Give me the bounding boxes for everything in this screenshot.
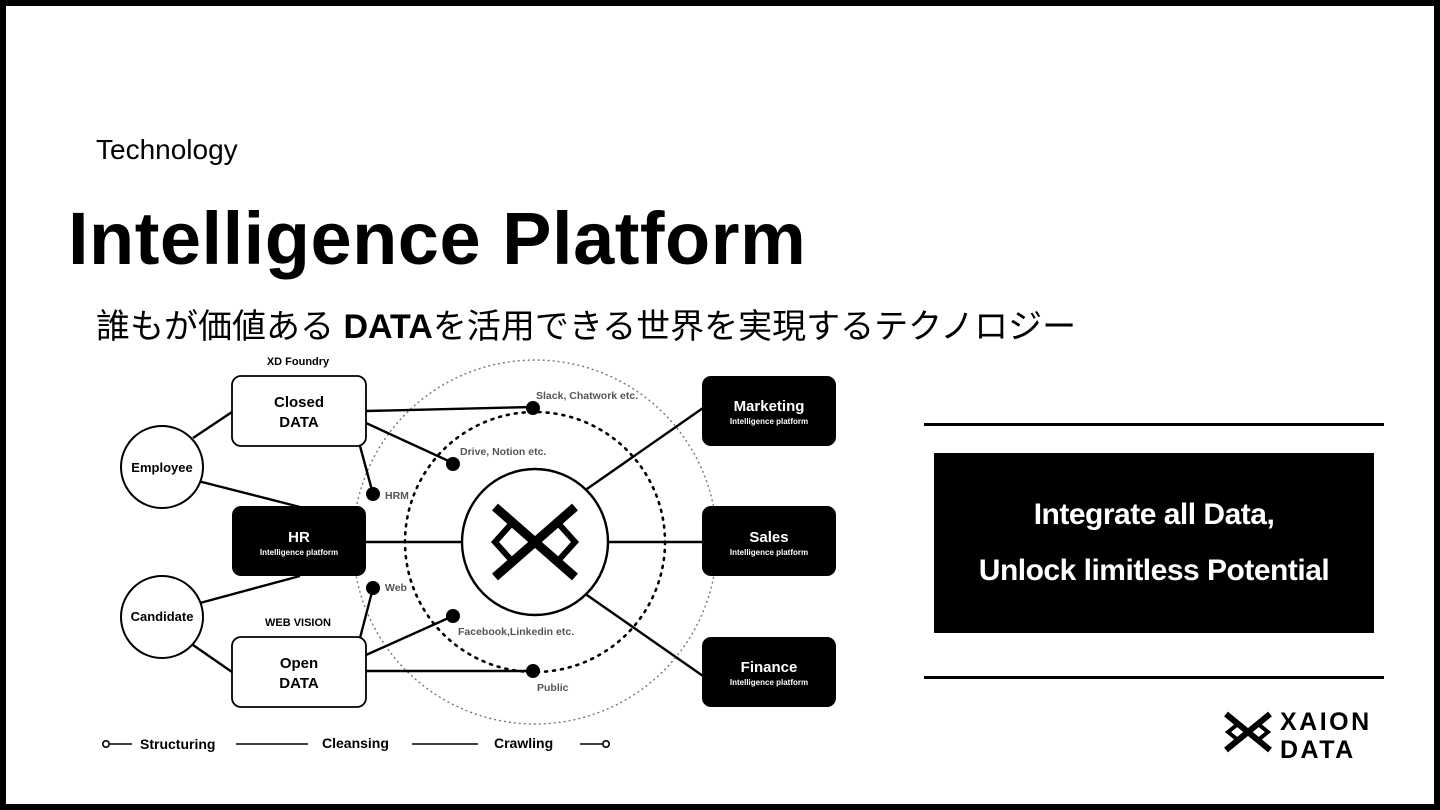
closed-data-line2: DATA — [279, 414, 319, 431]
xaion-logo-mark-icon — [1224, 711, 1272, 753]
output-marketing-title: Marketing — [734, 398, 805, 415]
channel-label-web: Web — [385, 582, 407, 594]
tagline-box: Integrate all Data, Unlock limitless Pot… — [934, 453, 1374, 633]
output-finance-box: Finance Intelligence platform — [702, 637, 836, 707]
tagline-line2: Unlock limitless Potential — [978, 554, 1330, 587]
subtitle-text-post: を活用できる世界を実現するテクノロジー — [432, 308, 1077, 346]
output-sales-sub: Intelligence platform — [730, 548, 808, 557]
tagline-rule-bottom — [924, 676, 1384, 679]
pipeline-step-structuring: Structuring — [140, 736, 215, 752]
candidate-label: Candidate — [131, 609, 194, 624]
pipeline-end-node — [601, 739, 610, 748]
output-marketing-sub: Intelligence platform — [730, 417, 808, 426]
tagline-rule-top — [924, 423, 1384, 426]
open-data-line1: Open — [280, 655, 318, 672]
center-hub — [460, 467, 610, 617]
closed-data-box: Closed DATA — [231, 375, 367, 447]
page-subtitle: 誰もが価値ある DATAを活用できる世界を実現するテクノロジー — [96, 299, 1076, 348]
pipeline-step-cleansing: Cleansing — [322, 735, 389, 751]
section-eyebrow: Technology — [96, 134, 238, 165]
logo-word-data: DATA — [1280, 736, 1356, 760]
page-title: Intelligence Platform — [68, 197, 807, 280]
open-data-caption: WEB VISION — [265, 617, 331, 629]
logo-word-xaion: XAION — [1280, 708, 1372, 736]
person-employee: Employee — [120, 425, 204, 509]
hr-platform-box: HR Intelligence platform — [232, 506, 366, 576]
output-finance-sub: Intelligence platform — [730, 678, 808, 687]
channel-label-public: Public — [537, 682, 569, 694]
connector-lines — [192, 405, 704, 677]
output-sales-title: Sales — [749, 529, 788, 546]
closed-data-caption: XD Foundry — [267, 356, 330, 368]
person-candidate: Candidate — [120, 575, 204, 659]
pipeline-start-node — [102, 739, 111, 748]
channel-label-facebook: Facebook,Linkedin etc. — [458, 626, 574, 638]
xaion-mark-icon — [490, 503, 580, 581]
channel-label-slack: Slack, Chatwork etc. — [536, 390, 638, 402]
output-marketing-box: Marketing Intelligence platform — [702, 376, 836, 446]
closed-data-line1: Closed — [274, 394, 324, 411]
subtitle-text-pre: 誰もが価値ある — [96, 308, 344, 346]
open-data-line2: DATA — [279, 675, 319, 692]
pipeline: Structuring Cleansing Crawling — [102, 735, 610, 752]
hr-subtitle: Intelligence platform — [260, 548, 338, 557]
channel-label-drive: Drive, Notion etc. — [460, 446, 546, 458]
subtitle-text-bold: DATA — [343, 308, 433, 346]
output-sales-box: Sales Intelligence platform — [702, 506, 836, 576]
channel-label-hrm: HRM — [385, 490, 409, 502]
pipeline-step-crawling: Crawling — [494, 735, 553, 751]
hr-title: HR — [288, 529, 310, 546]
channel-dots — [366, 401, 540, 678]
employee-label: Employee — [131, 460, 192, 475]
open-data-box: Open DATA — [231, 636, 367, 708]
tagline-line1: Integrate all Data, — [1033, 498, 1275, 531]
xaion-data-logo: XAION DATA — [1224, 708, 1372, 760]
output-finance-title: Finance — [741, 659, 798, 676]
